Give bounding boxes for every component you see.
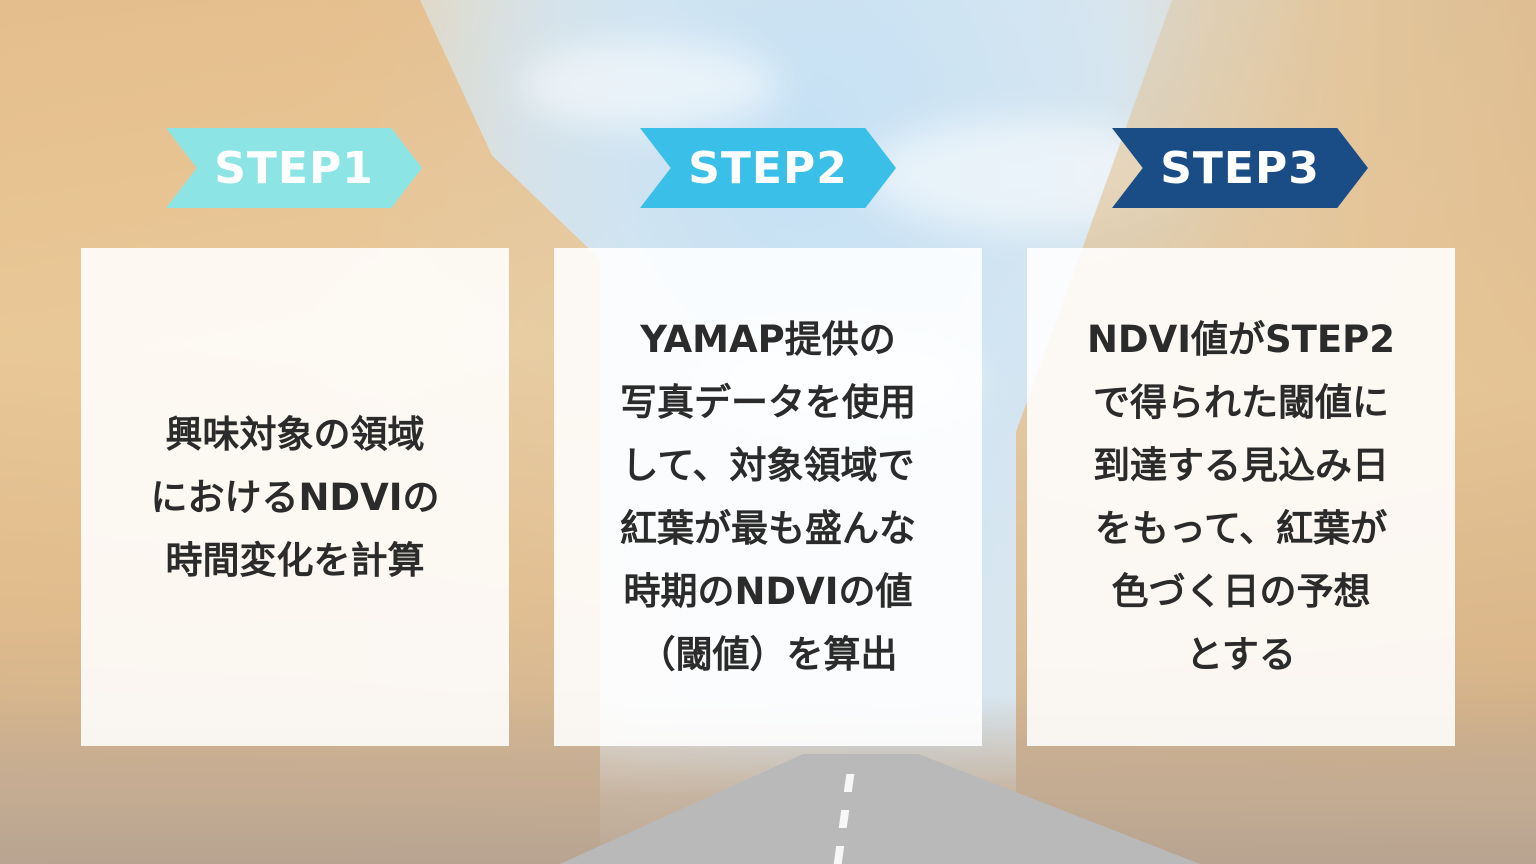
step3-description: NDVI値がSTEP2 で得られた閾値に 到達する見込み日 をもって、紅葉が 色… xyxy=(1087,308,1395,686)
cloud xyxy=(520,40,780,130)
step2-description: YAMAP提供の 写真データを使用 して、対象領域で 紅葉が最も盛んな 時期のN… xyxy=(620,308,916,686)
step2-ribbon: STEP2 xyxy=(640,128,896,208)
step1-line: 興味対象の領域 xyxy=(165,412,425,456)
step3-line: 色づく日の予想 xyxy=(1111,570,1371,613)
step2-line: （閾値）を算出 xyxy=(638,633,898,676)
step3-ribbon: STEP3 xyxy=(1112,128,1368,208)
step3-line: とする xyxy=(1186,633,1296,676)
step1-label: STEP1 xyxy=(214,142,374,194)
step2-line: 時期のNDVIの値 xyxy=(623,570,913,613)
step3-line: で得られた閾値に xyxy=(1092,381,1389,424)
step2-line: 写真データを使用 xyxy=(620,381,916,424)
step2-line: 紅葉が最も盛んな xyxy=(620,507,916,550)
step3-line: 到達する見込み日 xyxy=(1092,444,1389,487)
step2-card: YAMAP提供の 写真データを使用 して、対象領域で 紅葉が最も盛んな 時期のN… xyxy=(554,248,982,746)
step3-line: をもって、紅葉が xyxy=(1094,507,1388,550)
step3-card: NDVI値がSTEP2 で得られた閾値に 到達する見込み日 をもって、紅葉が 色… xyxy=(1027,248,1455,746)
step1-line: 時間変化を計算 xyxy=(165,538,425,582)
step3-line: NDVI値がSTEP2 xyxy=(1086,318,1396,361)
step2-line: して、対象領域で xyxy=(621,444,915,487)
step3-label: STEP3 xyxy=(1160,142,1320,194)
step1-card: 興味対象の領域 におけるNDVIの 時間変化を計算 xyxy=(81,248,509,746)
step1-ribbon: STEP1 xyxy=(166,128,422,208)
step1-line: におけるNDVIの xyxy=(150,475,440,519)
step2-line: YAMAP提供の xyxy=(640,318,896,361)
step1-description: 興味対象の領域 におけるNDVIの 時間変化を計算 xyxy=(150,403,439,592)
step2-label: STEP2 xyxy=(688,142,848,194)
